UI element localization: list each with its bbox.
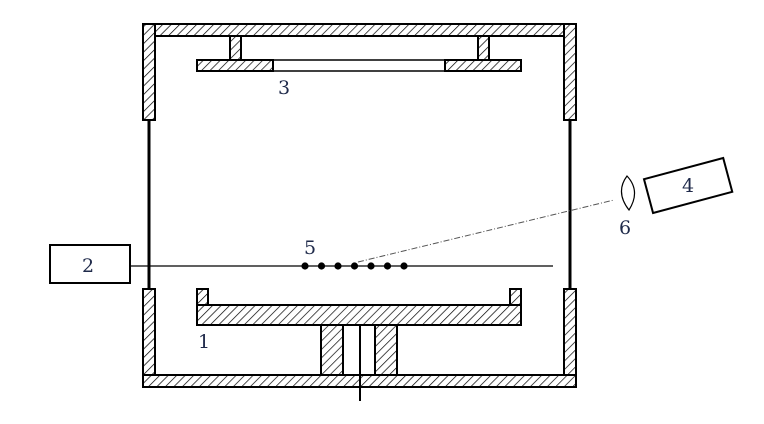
particle-dot xyxy=(317,262,326,270)
particle-dot xyxy=(301,262,309,270)
label-4: 4 xyxy=(682,175,694,197)
particle-dot xyxy=(350,262,359,270)
label-3: 3 xyxy=(278,77,290,99)
particle-dot xyxy=(400,262,408,270)
detector-box xyxy=(642,156,734,215)
sight-line xyxy=(357,199,615,263)
label-6: 6 xyxy=(619,217,631,239)
label-2: 2 xyxy=(82,255,94,277)
particle-dot xyxy=(367,262,375,270)
source-box xyxy=(49,244,131,284)
label-5: 5 xyxy=(304,237,316,259)
particles xyxy=(301,262,408,270)
particle-dot xyxy=(383,262,392,270)
particle-dot xyxy=(334,262,342,270)
label-1: 1 xyxy=(198,331,210,353)
top-plate xyxy=(196,35,522,72)
lens-icon xyxy=(620,175,636,212)
